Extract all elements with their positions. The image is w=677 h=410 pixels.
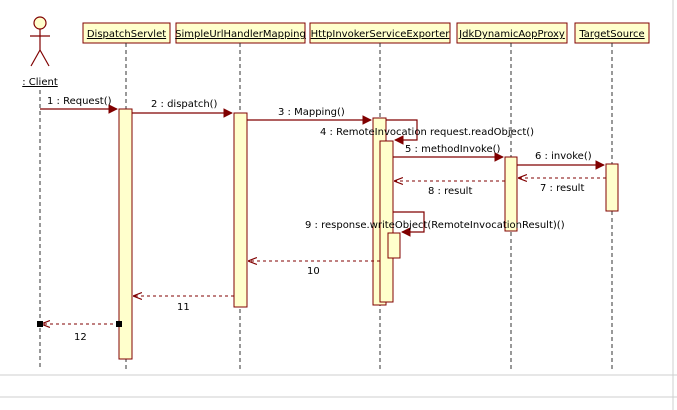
- message-4[interactable]: 4 : RemoteInvocation request.readObject(…: [320, 119, 534, 145]
- message-9[interactable]: 9 : response.writeObject(RemoteInvocatio…: [305, 211, 565, 237]
- activation-dispatch: [118, 108, 133, 360]
- message-12[interactable]: 12: [37, 321, 122, 343]
- message-label-2: 2 : dispatch(): [151, 99, 218, 110]
- participant-client[interactable]: : Client: [22, 16, 58, 88]
- message-5[interactable]: 5 : methodInvoke(): [393, 144, 504, 162]
- participant-target[interactable]: TargetSource: [574, 22, 650, 44]
- message-label-4: 4 : RemoteInvocation request.readObject(…: [320, 127, 534, 138]
- participant-label-jdkproxy: JdkDynamicAopProxy: [458, 29, 565, 40]
- participant-invoker[interactable]: HttpInvokerServiceExporter: [309, 22, 451, 44]
- message-label-3: 3 : Mapping(): [278, 107, 345, 118]
- message-12-start-handle: [37, 321, 43, 327]
- message-label-11: 11: [177, 302, 190, 313]
- activation-jdkproxy: [504, 156, 518, 232]
- activation-target: [605, 163, 619, 212]
- activation-invoker-nested: [379, 140, 394, 303]
- message-label-7: 7 : result: [540, 183, 584, 194]
- participant-label-simpleurl: SimpleUrlHandlerMapping: [175, 29, 306, 40]
- message-label-1: 1 : Request(): [47, 96, 112, 107]
- message-12-end-handle: [116, 321, 122, 327]
- participant-dispatch[interactable]: DispatchServlet: [82, 22, 171, 44]
- message-label-10: 10: [307, 266, 320, 277]
- message-7[interactable]: 7 : result: [519, 178, 606, 194]
- message-6[interactable]: 6 : invoke(): [517, 151, 605, 170]
- participant-simpleurl[interactable]: SimpleUrlHandlerMapping: [175, 22, 306, 44]
- activation-invoker-write: [387, 232, 401, 259]
- message-3[interactable]: 3 : Mapping(): [247, 107, 372, 125]
- message-label-8: 8 : result: [428, 186, 472, 197]
- message-10[interactable]: 10: [249, 261, 380, 277]
- message-label-12: 12: [74, 332, 87, 343]
- actor-head-icon: [33, 16, 47, 30]
- participant-label-target: TargetSource: [578, 29, 644, 40]
- message-8[interactable]: 8 : result: [395, 181, 505, 197]
- message-label-5: 5 : methodInvoke(): [405, 144, 501, 155]
- message-label-6: 6 : invoke(): [535, 151, 592, 162]
- participant-label-invoker: HttpInvokerServiceExporter: [311, 29, 451, 40]
- participant-label-client: : Client: [22, 77, 58, 88]
- message-1[interactable]: 1 : Request(): [40, 96, 118, 114]
- participant-label-dispatch: DispatchServlet: [87, 29, 166, 40]
- participant-jdkproxy[interactable]: JdkDynamicAopProxy: [456, 22, 568, 44]
- message-2[interactable]: 2 : dispatch(): [132, 99, 233, 118]
- activations: [118, 108, 619, 360]
- activation-simpleurl: [233, 112, 248, 308]
- message-11[interactable]: 11: [134, 296, 234, 313]
- message-label-9: 9 : response.writeObject(RemoteInvocatio…: [305, 220, 565, 231]
